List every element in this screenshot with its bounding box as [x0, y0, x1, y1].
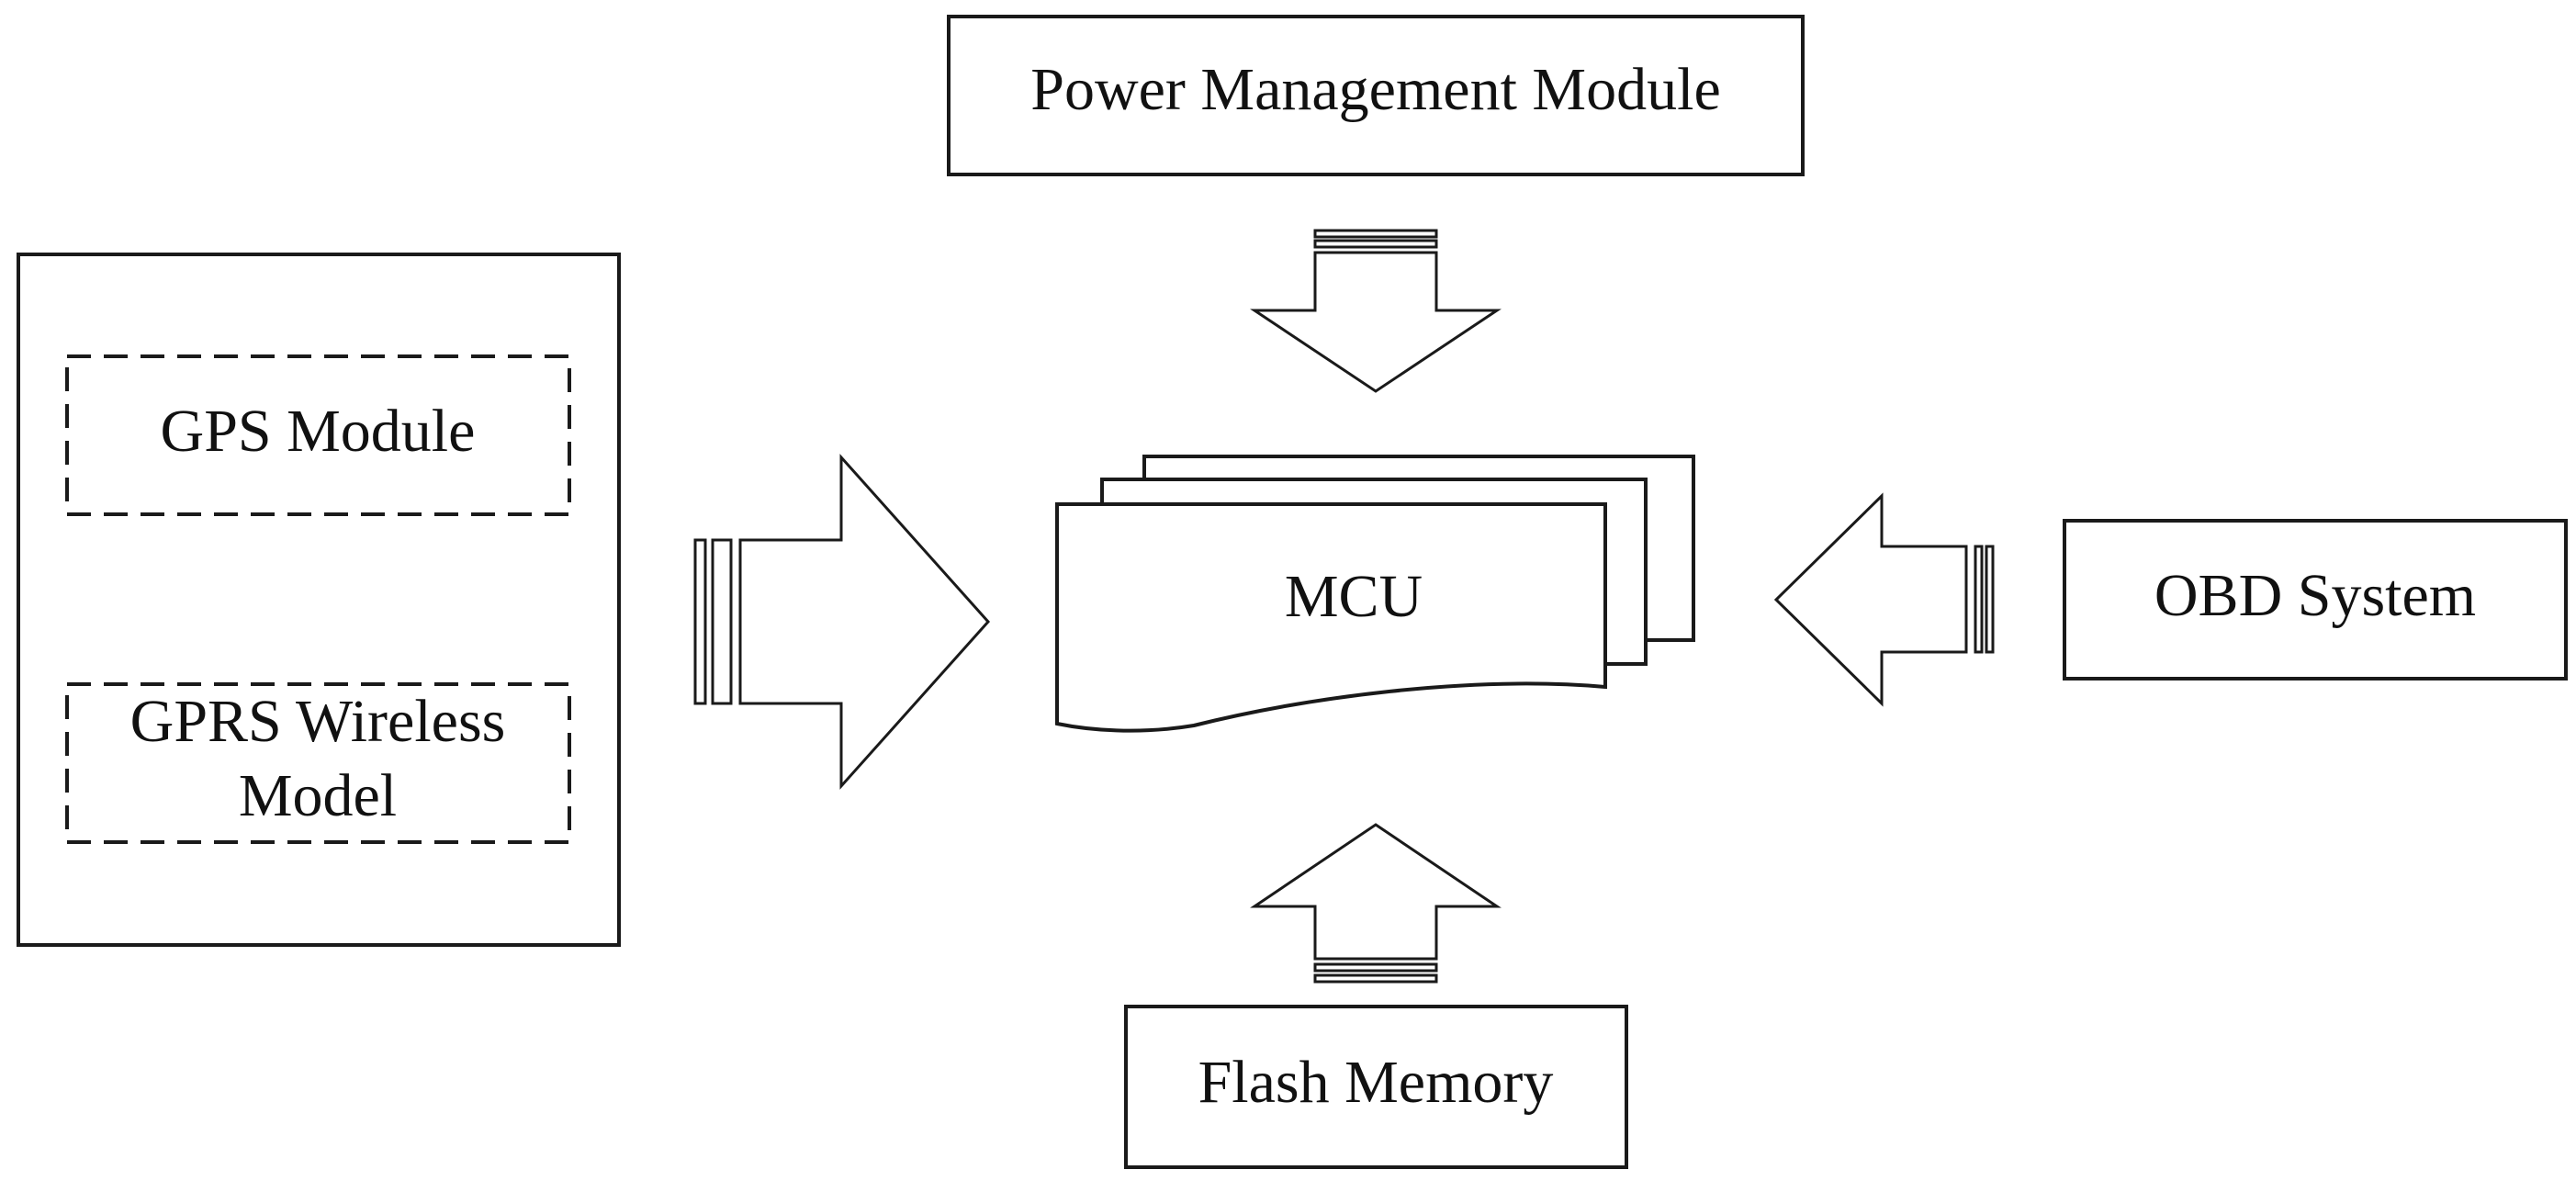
gprs-module-label-line1: GPRS Wireless: [130, 688, 506, 755]
obd-system-block: OBD System: [2063, 519, 2568, 680]
flash-memory-block: Flash Memory: [1124, 1005, 1628, 1169]
arrow-obd-to-mcu: [1773, 492, 1995, 707]
gps-module-label: GPS Module: [161, 398, 476, 465]
power-management-label: Power Management Module: [1030, 56, 1721, 123]
mcu-block: MCU: [1055, 455, 1695, 733]
communication-group: GPS Module GPRS Wireless Model: [17, 253, 621, 947]
flash-memory-label: Flash Memory: [1198, 1049, 1554, 1116]
arrow-comm-to-mcu: [693, 454, 991, 790]
mcu-label: MCU: [1285, 563, 1423, 630]
gprs-module-label-line2: Model: [239, 762, 397, 829]
arrow-flash-to-mcu: [1250, 823, 1502, 984]
power-management-block: Power Management Module: [947, 15, 1805, 176]
arrow-power-to-mcu: [1250, 229, 1502, 393]
obd-system-label: OBD System: [2154, 562, 2476, 629]
gprs-module-block: GPRS Wireless Model: [65, 682, 571, 844]
gps-module-block: GPS Module: [65, 354, 571, 516]
